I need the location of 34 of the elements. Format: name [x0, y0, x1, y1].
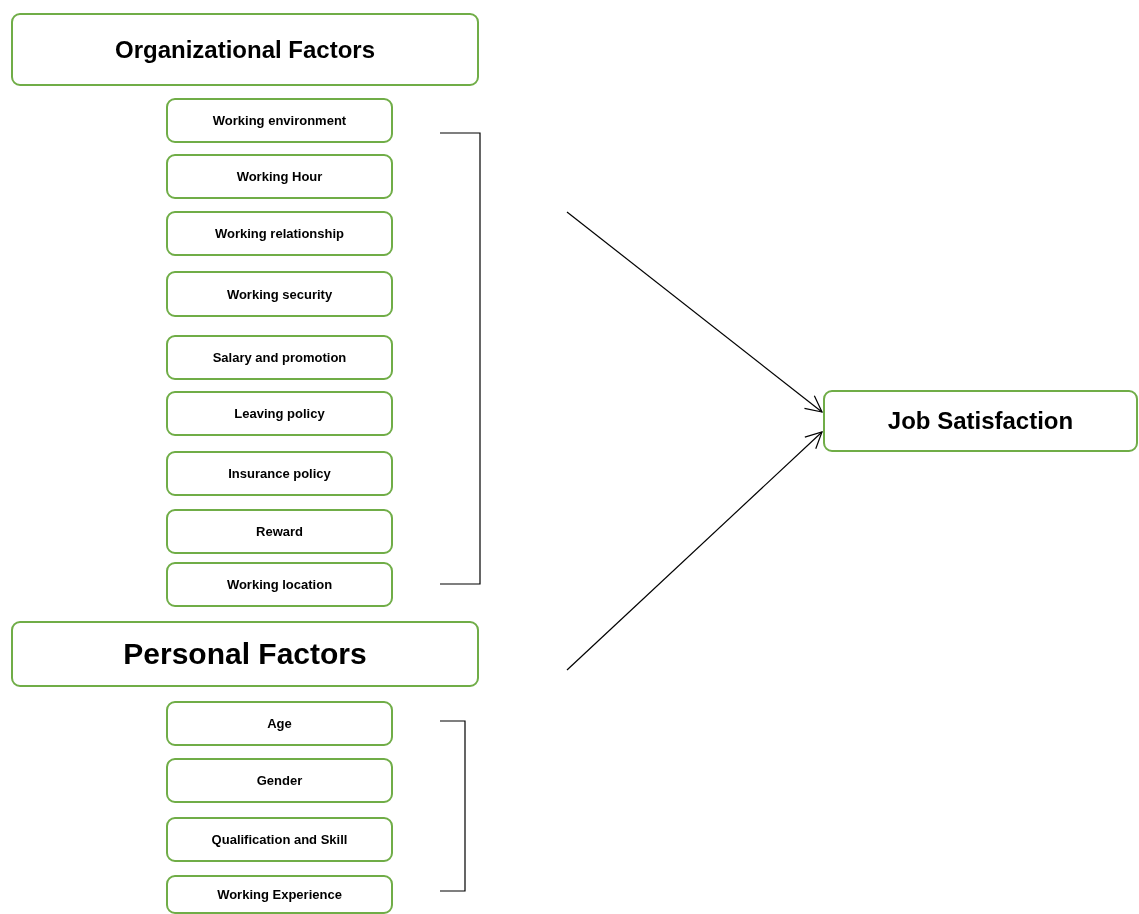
box-label: Insurance policy — [228, 466, 331, 481]
box-label: Working location — [226, 577, 333, 592]
box-label: Organizational Factors — [114, 35, 376, 64]
category-box — [11, 621, 479, 687]
box-label: Age — [267, 716, 292, 731]
box-label: Working environment — [212, 113, 347, 128]
factor-box — [166, 817, 393, 862]
outcome-box — [823, 390, 1138, 452]
box-label: Reward — [256, 524, 303, 539]
factor-box — [166, 758, 393, 803]
arrow — [566, 211, 823, 413]
factor-box — [166, 211, 393, 256]
factor-box — [166, 875, 393, 914]
arrow — [566, 431, 823, 671]
box-label: Working relationship — [214, 226, 345, 241]
box-label: Job Satisfaction — [887, 407, 1074, 435]
box-label: Qualification and Skill — [211, 832, 348, 847]
box-label: Gender — [256, 773, 303, 788]
factor-box — [166, 335, 393, 380]
box-label: Leaving policy — [234, 406, 325, 421]
factor-box — [166, 451, 393, 496]
factor-box — [166, 391, 393, 436]
box-label: Salary and promotion — [212, 350, 347, 365]
box-label: Working security — [226, 286, 333, 302]
box-label: Personal Factors — [123, 637, 367, 671]
factor-box — [166, 562, 393, 607]
factor-box — [166, 154, 393, 199]
category-box — [11, 13, 479, 86]
factor-box — [166, 271, 393, 317]
factor-box — [166, 98, 393, 143]
factor-box — [166, 509, 393, 554]
factor-box — [166, 701, 393, 746]
box-label: Working Hour — [236, 169, 323, 184]
box-label: Working Experience — [217, 887, 342, 902]
